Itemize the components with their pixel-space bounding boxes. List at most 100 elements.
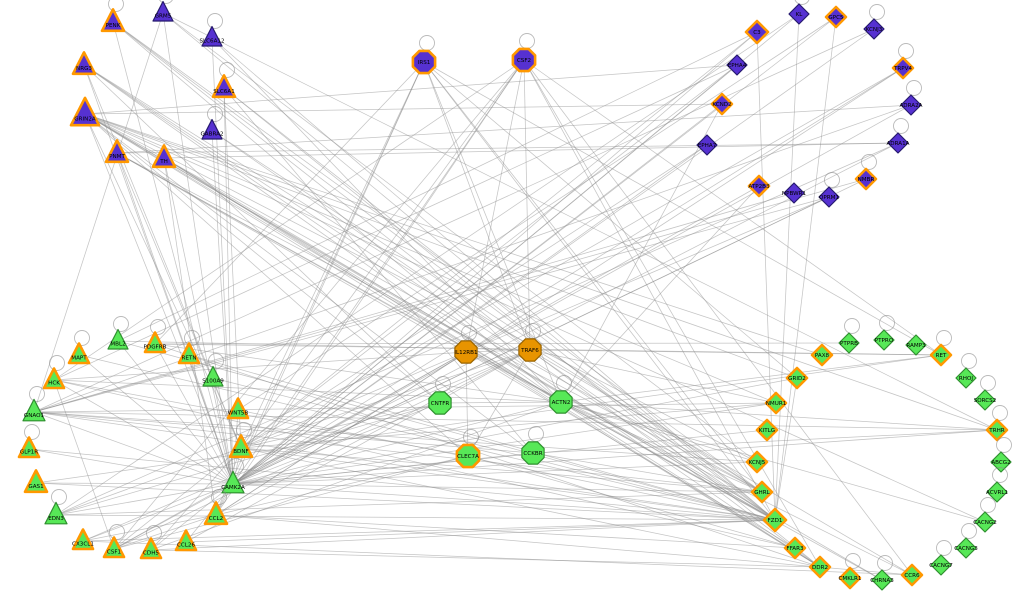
- edge: [560, 401, 883, 581]
- node-CSF2[interactable]: CSF2: [511, 33, 537, 73]
- node-TRHR[interactable]: TRHR: [985, 405, 1009, 442]
- diamond-shape: [873, 329, 895, 351]
- node-PTPRO[interactable]: PTPRO: [873, 315, 895, 351]
- node-GHRL[interactable]: GHRL: [750, 480, 774, 504]
- octagon-shape: [511, 47, 537, 73]
- node-NPBWR1[interactable]: NPBWR1: [782, 182, 807, 204]
- edge: [150, 519, 776, 551]
- node-PNMT[interactable]: PNMT: [104, 139, 130, 164]
- node-C3[interactable]: C3: [744, 19, 770, 45]
- self-loop: [236, 422, 252, 438]
- node-DDR2[interactable]: DDR2: [808, 555, 832, 579]
- diamond-shape: [726, 54, 748, 76]
- node-BDNF[interactable]: BDNF: [228, 422, 254, 459]
- triangle-shape: [151, 144, 177, 169]
- diamond-shape: [887, 132, 909, 154]
- node-KCNJ5[interactable]: KCNJ5: [745, 450, 769, 474]
- node-GAS1[interactable]: GAS1: [23, 469, 49, 494]
- node-GRM5[interactable]: GRM5: [152, 0, 174, 22]
- self-loop: [207, 106, 223, 122]
- node-PAX8[interactable]: PAX8: [810, 343, 834, 367]
- node-CLEC7A[interactable]: CLEC7A: [455, 429, 481, 469]
- node-PENK[interactable]: PENK: [100, 0, 126, 33]
- node-ATP2B3[interactable]: ATP2B3: [747, 174, 771, 198]
- node-NMUR1[interactable]: NMUR1: [764, 391, 788, 415]
- edge: [756, 31, 776, 521]
- triangle-shape: [71, 51, 97, 76]
- node-RETN[interactable]: RETN: [177, 330, 201, 365]
- node-NRG3[interactable]: NRG3: [71, 51, 97, 76]
- self-loop: [150, 319, 166, 335]
- edge: [774, 377, 798, 521]
- edge: [532, 429, 998, 454]
- edge: [560, 185, 760, 403]
- self-loop: [861, 154, 877, 170]
- node-RHOJ[interactable]: RHOJ: [955, 353, 977, 389]
- edge: [465, 351, 913, 576]
- node-GLP1R[interactable]: GLP1R: [17, 424, 41, 459]
- edge: [237, 16, 837, 411]
- edge: [35, 482, 776, 521]
- node-MBL2[interactable]: MBL2: [107, 316, 129, 350]
- node-ADRA1A[interactable]: ADRA1A: [886, 118, 910, 154]
- node-CCR6[interactable]: CCR6: [900, 563, 924, 587]
- node-EPHA4[interactable]: EPHA4: [726, 54, 748, 76]
- node-GRIN2A[interactable]: GRIN2A: [69, 96, 101, 127]
- diamond-shape: [755, 418, 779, 442]
- node-EPHA7[interactable]: EPHA7: [696, 134, 718, 156]
- node-CHRNA3[interactable]: CHRNA3: [870, 555, 894, 591]
- edge: [232, 67, 904, 485]
- edge: [116, 152, 562, 403]
- triangle-shape: [42, 367, 66, 390]
- node-GRID2[interactable]: GRID2: [785, 366, 809, 390]
- edge: [560, 401, 758, 463]
- node-CACNG2[interactable]: CACNG2: [973, 497, 997, 533]
- edge: [113, 59, 525, 550]
- node-KITLG[interactable]: KITLG: [755, 418, 779, 442]
- triangle-shape: [177, 342, 201, 365]
- edge: [33, 411, 758, 463]
- node-GPC5[interactable]: GPC5: [824, 5, 848, 29]
- node-MAPT[interactable]: MAPT: [67, 330, 91, 365]
- edge: [82, 514, 217, 542]
- node-EDN3[interactable]: EDN3: [44, 489, 68, 525]
- node-GABRA2[interactable]: GABRA2: [200, 106, 224, 140]
- triangle-shape: [102, 536, 126, 559]
- self-loop: [207, 13, 223, 29]
- node-OPRM1[interactable]: OPRM1: [818, 172, 840, 208]
- edge: [55, 514, 776, 521]
- node-ACVRL1[interactable]: ACVRL1: [986, 467, 1008, 503]
- edge: [423, 61, 763, 493]
- node-SLC6A1[interactable]: SLC6A1: [211, 62, 237, 99]
- node-SLC6A12[interactable]: SLC6A12: [199, 13, 225, 47]
- node-CACNG7[interactable]: CACNG7: [929, 540, 953, 576]
- edge: [33, 411, 763, 493]
- edge: [532, 452, 763, 493]
- node-GNAO1[interactable]: GNAO1: [22, 386, 46, 422]
- node-CACNG3[interactable]: CACNG3: [954, 523, 978, 559]
- node-ACTN2[interactable]: ACTN2: [549, 375, 573, 414]
- node-ABCG2[interactable]: ABCG2: [990, 437, 1012, 473]
- edge: [33, 28, 875, 413]
- node-CCKBR[interactable]: CCKBR: [521, 426, 545, 465]
- edge: [78, 354, 776, 521]
- edge: [215, 61, 425, 516]
- node-RAMP3[interactable]: RAMP3: [905, 334, 927, 356]
- diamond-shape: [891, 56, 915, 80]
- edge: [439, 401, 562, 404]
- node-SORCS2[interactable]: SORCS2: [974, 375, 997, 411]
- node-IRS1[interactable]: IRS1: [411, 35, 437, 75]
- node-TRPV4[interactable]: TRPV4: [891, 43, 915, 80]
- node-RET[interactable]: RET: [929, 330, 953, 367]
- diamond-shape: [985, 418, 1009, 442]
- triangle-shape: [100, 8, 126, 33]
- edge: [84, 113, 986, 523]
- node-PTPRB[interactable]: PTPRB: [838, 318, 860, 354]
- node-KL[interactable]: KL: [788, 0, 810, 25]
- self-loop: [49, 355, 65, 371]
- edge: [33, 411, 234, 485]
- edge: [84, 113, 777, 404]
